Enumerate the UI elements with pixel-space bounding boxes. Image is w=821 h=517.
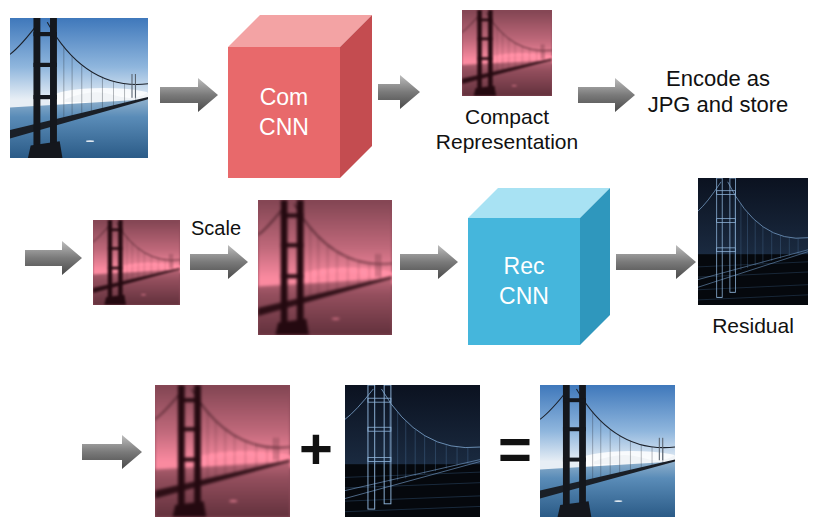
flow-arrow (160, 78, 218, 112)
compact-photo (93, 220, 187, 305)
image-caption: Compact Representation (422, 104, 592, 154)
residual-photo (345, 385, 480, 517)
cube-face: Rec CNN (468, 218, 580, 345)
scaled-photo (155, 385, 301, 517)
image-node: Compact Representation (422, 10, 592, 154)
label-holder: = (498, 420, 532, 478)
node-photo (698, 178, 808, 305)
label-holder: Scale (191, 216, 241, 240)
node-photo (462, 10, 552, 96)
image-node: Residual (698, 178, 808, 338)
label-holder: + (299, 420, 333, 478)
reconstructed-photo (540, 385, 686, 517)
cnn-block: Rec CNN (468, 188, 610, 345)
cnn-block: Com CNN (228, 15, 372, 178)
node-photo (462, 10, 552, 96)
cube-face: Com CNN (228, 47, 340, 178)
step-label: Scale (191, 216, 241, 240)
scaled-photo (155, 385, 301, 517)
flow-arrow (378, 75, 420, 109)
label-holder: Encode as JPG and store (645, 66, 791, 119)
compact-photo (93, 220, 187, 305)
flow-arrow (25, 241, 82, 275)
flow-arrow (190, 245, 248, 279)
block-label: Com CNN (248, 83, 320, 143)
operator-symbol: = (498, 420, 532, 478)
node-photo (698, 178, 808, 305)
bridge-photo (10, 18, 159, 158)
reconstructed-photo (540, 385, 686, 517)
cube-side (580, 188, 610, 345)
block-label: Rec CNN (488, 252, 560, 312)
cube-front (228, 47, 340, 178)
flow-arrow (616, 245, 696, 279)
residual-photo (345, 385, 480, 517)
scaled-photo (258, 200, 403, 335)
cube-side (340, 15, 372, 178)
flow-arrow (400, 245, 458, 279)
image-caption: Residual (712, 313, 794, 338)
cube-front (468, 218, 580, 345)
bridge-photo (10, 18, 159, 158)
step-label: Encode as JPG and store (645, 66, 791, 119)
flow-arrow (82, 435, 142, 469)
scaled-photo (258, 200, 403, 335)
operator-symbol: + (299, 420, 333, 478)
flow-arrow (578, 78, 635, 112)
